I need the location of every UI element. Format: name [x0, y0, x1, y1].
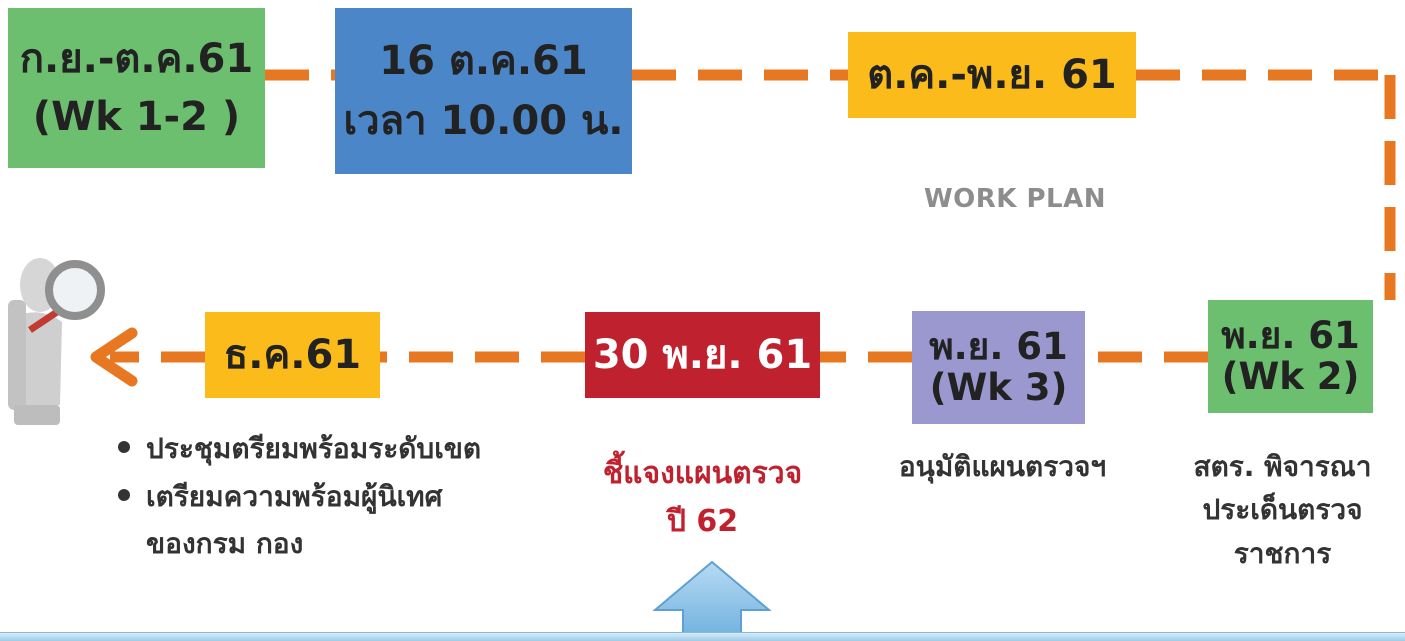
arrowhead-left-icon: [90, 327, 138, 387]
step-4-caption-line: ประเด็นตรวจ: [1202, 493, 1363, 527]
step-6-box: 30 พ.ย. 61: [585, 312, 820, 398]
bullet-item: ประชุมตรียมพร้อมระดับเขต: [118, 425, 568, 473]
step-6-caption-line: ปี 62: [666, 504, 739, 539]
step-1-line1: ก.ย.-ต.ค.61: [19, 36, 254, 82]
step-4-caption-line: สตร. พิจารณา: [1193, 450, 1372, 483]
step-5-caption: อนุมัติแผนตรวจฯ: [880, 445, 1125, 488]
bottom-bar: [0, 632, 1405, 641]
step-1-box: ก.ย.-ต.ค.61 (Wk 1-2 ): [8, 8, 265, 168]
step-2-line2: เวลา 10.00 น.: [343, 98, 624, 144]
step-3-line1: ต.ค.-พ.ย. 61: [867, 52, 1117, 98]
bullet-continuation: ของกรม กอง: [118, 520, 568, 568]
up-arrow-icon: [652, 560, 772, 640]
work-plan-label: WORK PLAN: [924, 184, 1107, 214]
step-4-line1: พ.ย. 61: [1221, 313, 1360, 357]
step-4-line2: (Wk 2): [1221, 354, 1360, 398]
step-6-caption-line: ชี้แจงแผนตรวจ: [602, 456, 803, 491]
step-2-box: 16 ต.ค.61 เวลา 10.00 น.: [335, 8, 632, 174]
step-4-caption: สตร. พิจารณา ประเด็นตรวจ ราชการ: [1170, 445, 1395, 575]
bullet-text: เตรียมความพร้อมผู้นิเทศ: [146, 479, 443, 513]
bullet-text: ประชุมตรียมพร้อมระดับเขต: [146, 432, 482, 465]
step-3-box: ต.ค.-พ.ย. 61: [848, 32, 1136, 118]
step-6-caption: ชี้แจงแผนตรวจ ปี 62: [580, 450, 825, 546]
step-6-line1: 30 พ.ย. 61: [592, 332, 813, 378]
bullet-dot-icon: [118, 441, 130, 453]
bullet-item: เตรียมความพร้อมผู้นิเทศ: [118, 473, 568, 521]
step-1-line2: (Wk 1-2 ): [32, 94, 241, 140]
step-5-line2: (Wk 3): [929, 365, 1068, 409]
step-5-line1: พ.ย. 61: [929, 324, 1068, 368]
step-2-line1: 16 ต.ค.61: [379, 38, 588, 84]
step-7-box: ธ.ค.61: [205, 312, 380, 398]
magnifier-figure-icon: [8, 258, 105, 425]
bullet-dot-icon: [118, 488, 130, 501]
step-7-bullets: ประชุมตรียมพร้อมระดับเขต เตรียมความพร้อม…: [118, 425, 568, 568]
step-5-caption-line: อนุมัติแผนตรวจฯ: [898, 450, 1107, 483]
step-7-line1: ธ.ค.61: [223, 332, 362, 378]
step-4-caption-line: ราชการ: [1233, 536, 1332, 570]
step-4-box: พ.ย. 61 (Wk 2): [1208, 300, 1373, 413]
step-5-box: พ.ย. 61 (Wk 3): [912, 311, 1085, 424]
bullet-text: ของกรม กอง: [146, 527, 304, 561]
